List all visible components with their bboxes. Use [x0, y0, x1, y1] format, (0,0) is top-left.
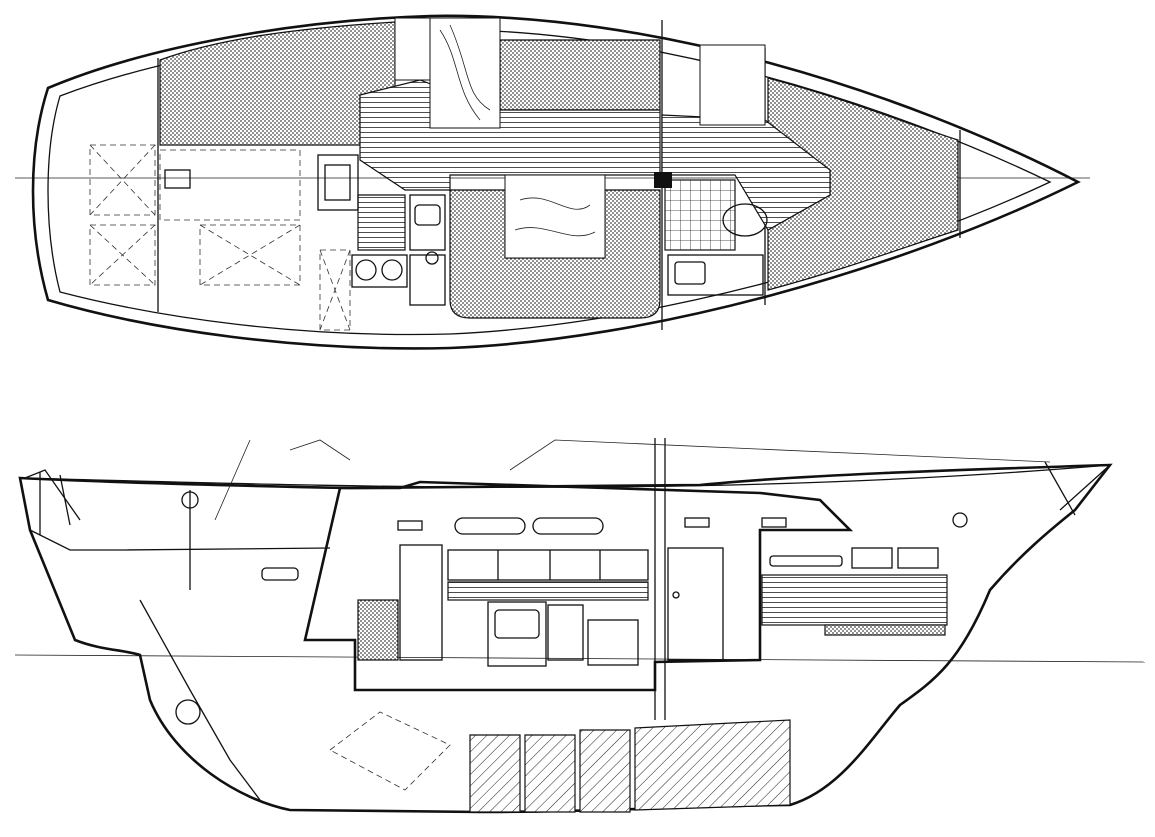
- drawers: [547, 604, 584, 661]
- profile-view: [14, 438, 1146, 814]
- galley-cabinet: [487, 601, 547, 667]
- stove: [351, 254, 408, 288]
- forepeak-locker: [851, 547, 893, 569]
- engine: [329, 711, 451, 791]
- cabinet-woodgrain: [439, 24, 491, 121]
- burner: [355, 259, 377, 281]
- settee-back: [447, 581, 649, 601]
- forepeak-locker: [897, 547, 939, 569]
- pump: [425, 251, 439, 265]
- hull-outline-plan: [31, 14, 1081, 350]
- rigging: [214, 439, 1051, 521]
- bulkhead-cabinet: [429, 17, 501, 129]
- dinette-table: [504, 174, 606, 259]
- forward-sole: [661, 114, 831, 231]
- vent: [397, 520, 423, 531]
- oven-window: [494, 609, 540, 639]
- shelf: [769, 555, 843, 567]
- cockpit-lockers: [89, 144, 351, 331]
- propeller: [175, 699, 201, 725]
- ballast-1: [469, 734, 521, 813]
- cockpit-sole-line: [29, 529, 331, 551]
- portlight: [454, 517, 526, 535]
- v-berth-planks: [761, 574, 948, 626]
- waterline: [14, 654, 1146, 663]
- dinette-cushion: [449, 189, 661, 319]
- quarter-berth-cushion-profile: [357, 599, 399, 661]
- head-door: [667, 547, 724, 661]
- locker-port: [394, 17, 431, 81]
- ballast-4: [634, 719, 791, 811]
- galley-sink: [414, 204, 441, 226]
- galley-sole: [357, 194, 406, 251]
- ballast-2: [524, 734, 576, 813]
- settee-cushion-port: [499, 39, 661, 111]
- vent: [684, 517, 710, 528]
- stern-pulpit: [24, 469, 81, 535]
- door-knob: [672, 591, 680, 599]
- locker-forward: [699, 44, 766, 126]
- mast-step: [654, 172, 672, 188]
- head-vanity: [667, 254, 764, 296]
- ballast-3: [579, 729, 631, 813]
- sheer-line: [19, 464, 1111, 488]
- portlight: [532, 517, 604, 535]
- cockpit-vent: [261, 567, 299, 581]
- companionway-hatch: [324, 164, 351, 201]
- v-berth-cushion: [767, 77, 959, 291]
- v-berth-cushion: [824, 624, 946, 636]
- cabin-house: [303, 480, 854, 692]
- table-woodgrain: [514, 197, 596, 237]
- head-sink: [674, 261, 706, 285]
- toilet: [722, 203, 768, 237]
- companionway: [317, 154, 359, 211]
- upper-lockers: [447, 549, 649, 581]
- bow-pulpit: [1044, 461, 1111, 516]
- hanging-locker-door: [399, 544, 443, 661]
- lower-locker: [587, 619, 639, 666]
- sink-counter: [409, 194, 446, 251]
- burner: [381, 259, 403, 281]
- plan-view: [15, 14, 1090, 350]
- vent: [761, 517, 787, 528]
- compass: [181, 491, 199, 509]
- rudder-stock: [139, 599, 261, 801]
- forehatch: [952, 512, 968, 528]
